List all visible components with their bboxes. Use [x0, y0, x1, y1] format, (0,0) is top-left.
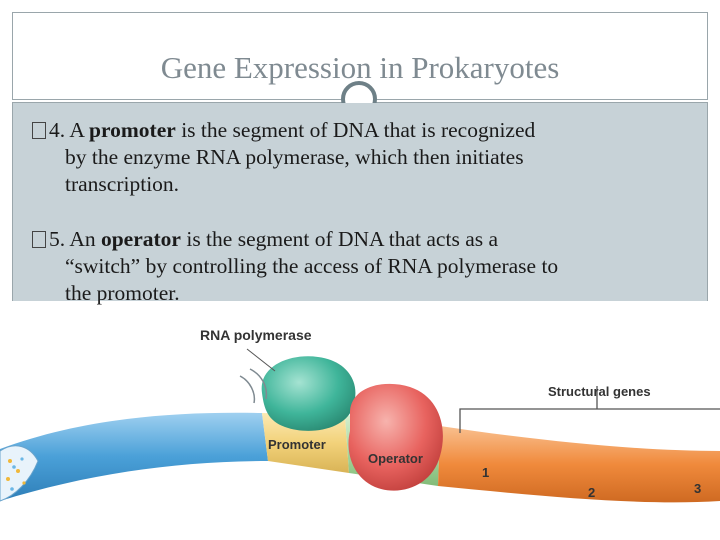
bullet-operator: 5. An operator is the segment of DNA tha…: [32, 226, 692, 307]
content-panel: [12, 103, 708, 301]
slide-title: Gene Expression in Prokaryotes: [160, 50, 560, 85]
dna-upstream-blue: [0, 412, 268, 501]
label-promoter: Promoter: [268, 437, 326, 452]
label-structural-genes: Structural genes: [548, 384, 651, 399]
bullet-promoter: 4. A promoter is the segment of DNA that…: [32, 117, 692, 198]
dna-genes-orange: [438, 426, 720, 503]
motion-lines: [239, 368, 268, 404]
label-rna-polymerase: RNA polymerase: [200, 327, 312, 343]
bullet-glyph-icon: [32, 231, 46, 248]
term-operator: operator: [100, 227, 181, 251]
term-promoter: promoter: [89, 118, 176, 142]
repressor-shape: [348, 383, 443, 491]
label-gene-3: 3: [694, 481, 701, 496]
bullet-glyph-icon: [32, 122, 46, 139]
operon-diagram: RNA polymerase Structural genes Promoter…: [0, 327, 720, 503]
leader-rna-polymerase: [246, 348, 276, 372]
label-operator: Operator: [368, 451, 423, 466]
rna-polymerase-shape: [261, 356, 356, 431]
label-gene-1: 1: [482, 465, 489, 480]
structural-genes-bracket: [459, 386, 720, 433]
label-gene-2: 2: [588, 485, 595, 500]
